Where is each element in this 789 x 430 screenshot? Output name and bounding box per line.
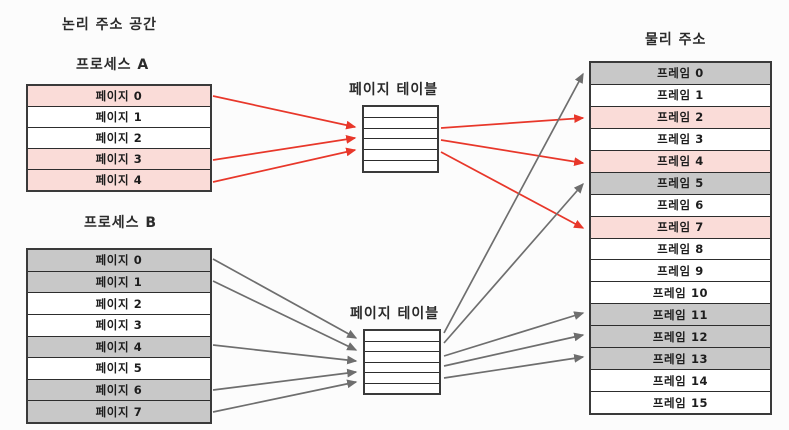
page-table-a-entry bbox=[364, 107, 437, 118]
process-b-page-row: 페이지 2 bbox=[28, 293, 210, 315]
page-table-b-title: 페이지 테이블 bbox=[350, 306, 440, 322]
physical-memory-frame-row: 프레임 8 bbox=[591, 238, 770, 261]
page-table-b bbox=[363, 329, 441, 395]
process-b-page-row: 페이지 5 bbox=[28, 358, 210, 380]
process-a-page-row: 페이지 3 bbox=[28, 149, 210, 170]
physical-memory-frame-row: 프레임 6 bbox=[591, 194, 770, 217]
physical-memory-frame-row: 프레임 12 bbox=[591, 326, 770, 349]
physical-memory-frame-row: 프레임 14 bbox=[591, 370, 770, 393]
page-table-b-entry bbox=[365, 363, 439, 373]
arrows-page-table-a-to-frames bbox=[440, 114, 585, 229]
physical-memory-frame-row: 프레임 7 bbox=[591, 216, 770, 239]
process-b-page-row: 페이지 1 bbox=[28, 271, 210, 294]
page-table-a-title: 페이지 테이블 bbox=[349, 82, 439, 98]
process-a-title: 프로세스 A bbox=[76, 57, 150, 73]
process-b-page-row: 페이지 0 bbox=[28, 250, 210, 272]
physical-memory-frame-row: 프레임 2 bbox=[591, 106, 770, 129]
page-table-a-entry bbox=[364, 161, 437, 171]
page-table-a-entry bbox=[364, 129, 437, 140]
physical-memory-frame-row: 프레임 1 bbox=[591, 84, 770, 107]
page-table-b-entry bbox=[365, 384, 439, 394]
arrows-page-table-b-to-frames bbox=[443, 72, 585, 379]
physical-address-title: 물리 주소 bbox=[645, 32, 707, 48]
process-a-page-row: 페이지 2 bbox=[28, 128, 210, 149]
process-b-page-row: 페이지 3 bbox=[28, 314, 210, 337]
process-b-page-row: 페이지 7 bbox=[28, 401, 210, 422]
process-a-page-row: 페이지 4 bbox=[28, 170, 210, 190]
process-a-page-row: 페이지 0 bbox=[28, 86, 210, 107]
process-b-page-row: 페이지 6 bbox=[28, 379, 210, 402]
page-table-b-entry bbox=[365, 373, 439, 384]
physical-memory-frame-row: 프레임 13 bbox=[591, 348, 770, 371]
physical-memory-frame-row: 프레임 15 bbox=[591, 392, 770, 413]
page-table-a-entry bbox=[364, 150, 437, 162]
physical-memory-frame-row: 프레임 0 bbox=[591, 63, 770, 85]
page-table-b-entry bbox=[365, 342, 439, 352]
page-table-b-entry bbox=[365, 352, 439, 363]
arrows-process-b-to-page-table bbox=[212, 258, 358, 413]
physical-memory-frame-row: 프레임 4 bbox=[591, 150, 770, 173]
physical-memory-frame-row: 프레임 10 bbox=[591, 282, 770, 305]
logical-address-space-title: 논리 주소 공간 bbox=[62, 17, 158, 33]
page-table-a-entry bbox=[364, 139, 437, 151]
physical-memory-frame-row: 프레임 3 bbox=[591, 128, 770, 151]
arrows-process-a-to-page-table bbox=[212, 95, 357, 183]
physical-memory-frame-row: 프레임 9 bbox=[591, 260, 770, 283]
page-table-a bbox=[362, 105, 439, 173]
page-table-a-entry bbox=[364, 118, 437, 129]
page-table-b-entry bbox=[365, 331, 439, 342]
process-a-page-row: 페이지 1 bbox=[28, 107, 210, 128]
physical-memory-frame-row: 프레임 11 bbox=[591, 304, 770, 327]
process-b-page-row: 페이지 4 bbox=[28, 336, 210, 359]
process-b-title: 프로세스 B bbox=[84, 215, 158, 231]
physical-memory-frame-row: 프레임 5 bbox=[591, 172, 770, 195]
